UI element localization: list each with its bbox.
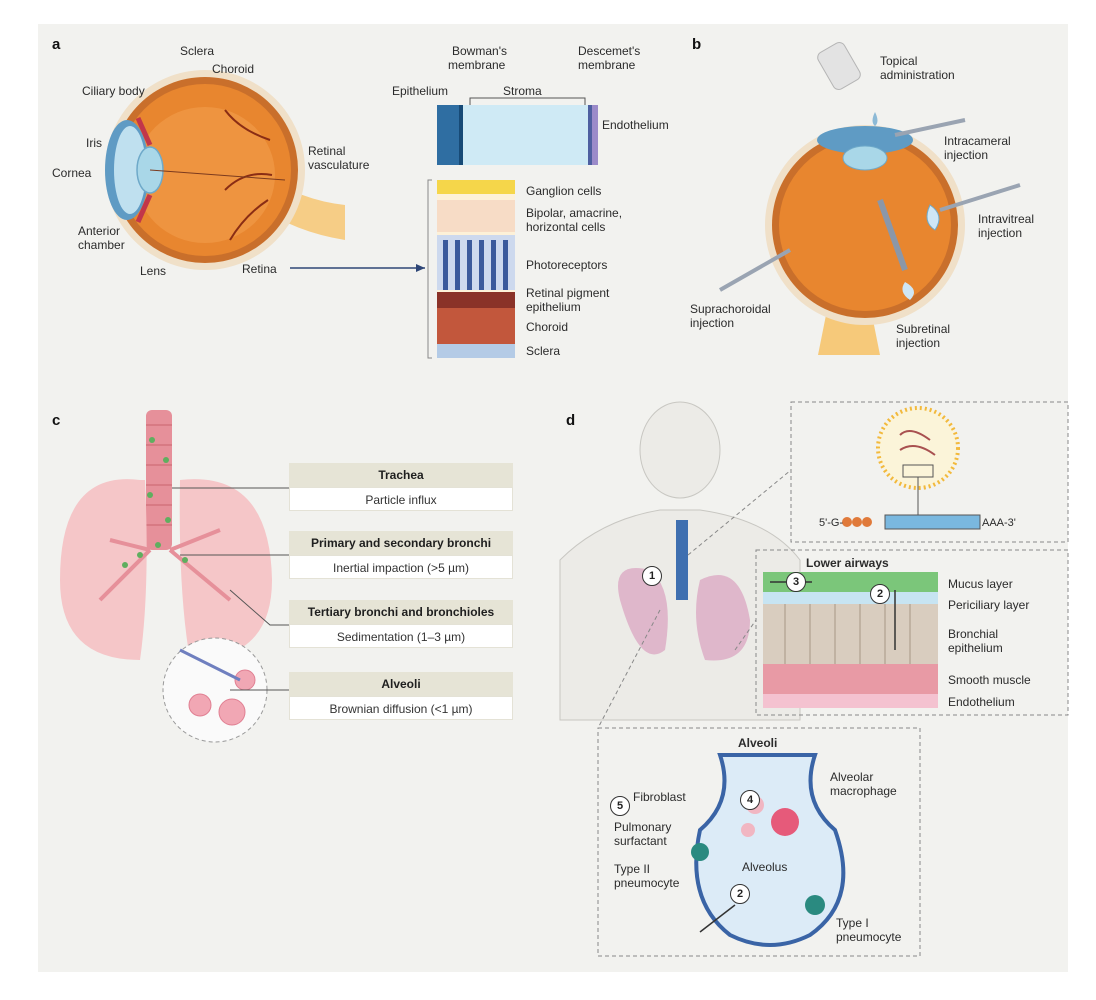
label-lens: Lens [140, 264, 167, 278]
label-alveoli-title: Alveoli [738, 736, 778, 750]
label-lower-airways: Lower airways [806, 556, 889, 570]
label-suprachoroidal-2: injection [690, 316, 735, 330]
label-topical-1: Topical [880, 54, 918, 68]
label-rpe-1: Retinal pigment [526, 286, 610, 300]
label-retina: Retina [242, 262, 277, 276]
label-anterior-1: Anterior [78, 224, 121, 238]
label-alveolus: Alveolus [742, 860, 788, 874]
label-surfactant-2: surfactant [614, 834, 667, 848]
label-endothelium-cornea: Endothelium [602, 118, 669, 132]
label-subretinal-2: injection [896, 336, 941, 350]
label-ciliary-body: Ciliary body [82, 84, 145, 98]
label-bowman-1: Bowman's [452, 44, 507, 58]
connector-lines [597, 469, 792, 729]
human-silhouette [559, 401, 801, 721]
label-periciliary-layer: Periciliary layer [948, 598, 1030, 612]
label-anterior-2: chamber [78, 238, 125, 252]
label-retinal-vasc-2: vasculature [308, 158, 370, 172]
panel-label-c: c [52, 412, 61, 429]
deposition-region-alveoli: Alveoli [289, 672, 513, 696]
label-type1-1: Type I [836, 916, 869, 930]
label-surfactant-1: Pulmonary [614, 820, 672, 834]
eye-injection-diagram [719, 42, 1021, 355]
label-bronchial-1: Bronchial [948, 627, 999, 641]
label-photoreceptors: Photoreceptors [526, 258, 608, 272]
label-mrna-3prime: AAA-3' [982, 517, 1016, 529]
label-sclera: Sclera [180, 44, 215, 58]
label-airway-endothelium: Endothelium [948, 695, 1015, 709]
cornea-layers-diagram [437, 97, 598, 165]
label-topical-2: administration [880, 68, 955, 82]
label-subretinal-1: Subretinal [896, 322, 951, 336]
label-bipolar-2: horizontal cells [526, 220, 606, 234]
label-fibroblast: Fibroblast [633, 790, 686, 804]
label-descemet-1: Descemet's [578, 44, 641, 58]
step-marker-3: 3 [786, 572, 806, 592]
retina-layers-diagram [427, 179, 515, 359]
label-type1-2: pneumocyte [836, 930, 902, 944]
label-retinal-vasc-1: Retinal [308, 144, 346, 158]
lungs-deposition-diagram [60, 410, 289, 743]
label-macrophage-2: macrophage [830, 784, 897, 798]
label-bronchial-2: epithelium [948, 641, 1003, 655]
label-retina-choroid: Choroid [526, 320, 569, 334]
label-intravitreal-1: Intravitreal [978, 212, 1035, 226]
label-descemet-2: membrane [578, 58, 636, 72]
deposition-mechanism-bronchioles: Sedimentation (1–3 µm) [289, 624, 513, 648]
label-ganglion: Ganglion cells [526, 184, 602, 198]
label-intracameral-1: Intracameral [944, 134, 1011, 148]
label-suprachoroidal-1: Suprachoroidal [690, 302, 771, 316]
lipid-nanoparticle [790, 401, 1069, 543]
label-iris: Iris [86, 136, 102, 150]
label-cornea: Cornea [52, 166, 92, 180]
step-marker-2-alveolus: 2 [730, 884, 750, 904]
deposition-mechanism-bronchi: Inertial impaction (>5 µm) [289, 555, 513, 579]
label-smooth-muscle: Smooth muscle [948, 673, 1031, 687]
panel-label-d: d [566, 412, 576, 429]
label-type2-1: Type II [614, 862, 651, 876]
deposition-mechanism-alveoli: Brownian diffusion (<1 µm) [289, 696, 513, 720]
step-marker-5: 5 [610, 796, 630, 816]
label-bipolar-1: Bipolar, amacrine, [526, 206, 623, 220]
label-choroid: Choroid [212, 62, 255, 76]
label-retina-sclera: Sclera [526, 344, 561, 358]
label-mucus-layer: Mucus layer [948, 577, 1013, 591]
label-rpe-2: epithelium [526, 300, 581, 314]
deposition-mechanism-trachea: Particle influx [289, 487, 513, 511]
step-marker-4: 4 [740, 790, 760, 810]
deposition-region-trachea: Trachea [289, 463, 513, 487]
airway-layers-diagram [755, 549, 1069, 716]
label-epithelium: Epithelium [392, 84, 449, 98]
label-macrophage-1: Alveolar [830, 770, 874, 784]
label-intravitreal-2: injection [978, 226, 1023, 240]
label-stroma: Stroma [503, 84, 542, 98]
eye-cross-section [105, 70, 345, 270]
deposition-region-bronchi: Primary and secondary bronchi [289, 531, 513, 555]
label-bowman-2: membrane [448, 58, 506, 72]
panel-label-a: a [52, 36, 61, 53]
step-marker-1: 1 [642, 566, 662, 586]
label-intracameral-2: injection [944, 148, 989, 162]
label-mrna-5prime: 5'-G- [819, 517, 844, 529]
label-type2-2: pneumocyte [614, 876, 680, 890]
deposition-region-bronchioles: Tertiary bronchi and bronchioles [289, 600, 513, 624]
panel-label-b: b [692, 36, 702, 53]
step-marker-2-airway: 2 [870, 584, 890, 604]
